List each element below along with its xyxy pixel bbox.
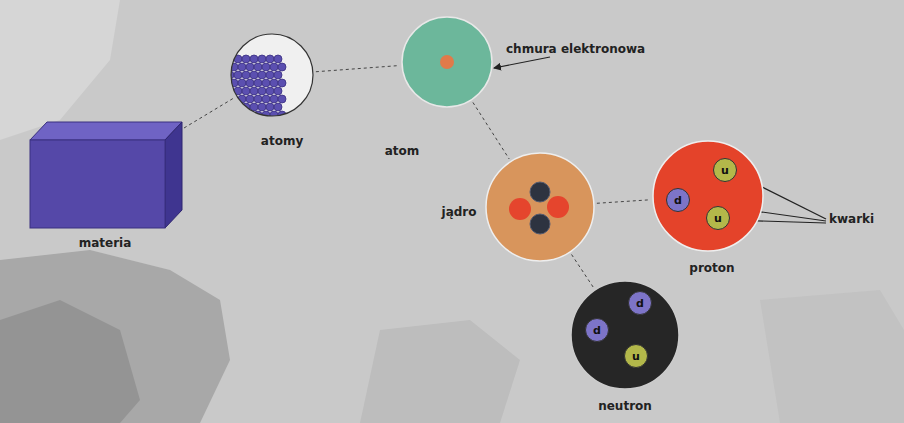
particle-circle: atom [401,16,493,108]
matter-block: materia [30,122,182,228]
node-label: atomy [261,134,303,148]
quark-letter: d [674,194,682,207]
callout-label: kwarki [829,212,874,226]
quark-circle: d [585,318,609,342]
particle-circle: neutronddu [570,280,680,390]
shape-outline [30,122,182,228]
quark-circle: u [706,206,730,230]
mottle [360,320,520,423]
zoom-connector [572,254,594,287]
quark-circle: d [628,291,652,315]
mottle [760,290,904,423]
quark-circle: u [713,158,737,182]
node-label: proton [689,261,734,275]
node-label: jądro [442,205,477,219]
leader-arrow [494,57,550,68]
zoom-connector [184,98,234,128]
zoom-connector [316,66,399,72]
quark-letter: d [636,297,644,310]
callout-label: chmura elektronowa [506,42,645,56]
particle-circle: jądro [485,152,595,262]
quark-letter: u [632,350,640,363]
shape-outline [485,152,595,262]
mottle [0,250,230,423]
quark-letter: d [593,324,601,337]
particle-circle: atomy [230,33,314,117]
quark-letter: u [721,164,729,177]
shape-outline [230,33,314,117]
quark-circle: u [624,344,648,368]
node-label: neutron [598,399,652,413]
node-label: materia [79,236,132,250]
quark-circle: d [666,188,690,212]
node-label: atom [385,144,420,158]
zoom-connector [597,200,650,203]
shape-outline [401,16,493,108]
quark-letter: u [714,212,722,225]
zoom-connector [473,102,509,159]
mottle [0,0,120,140]
particle-circle: protonudu [652,140,764,252]
mottle [0,300,140,423]
